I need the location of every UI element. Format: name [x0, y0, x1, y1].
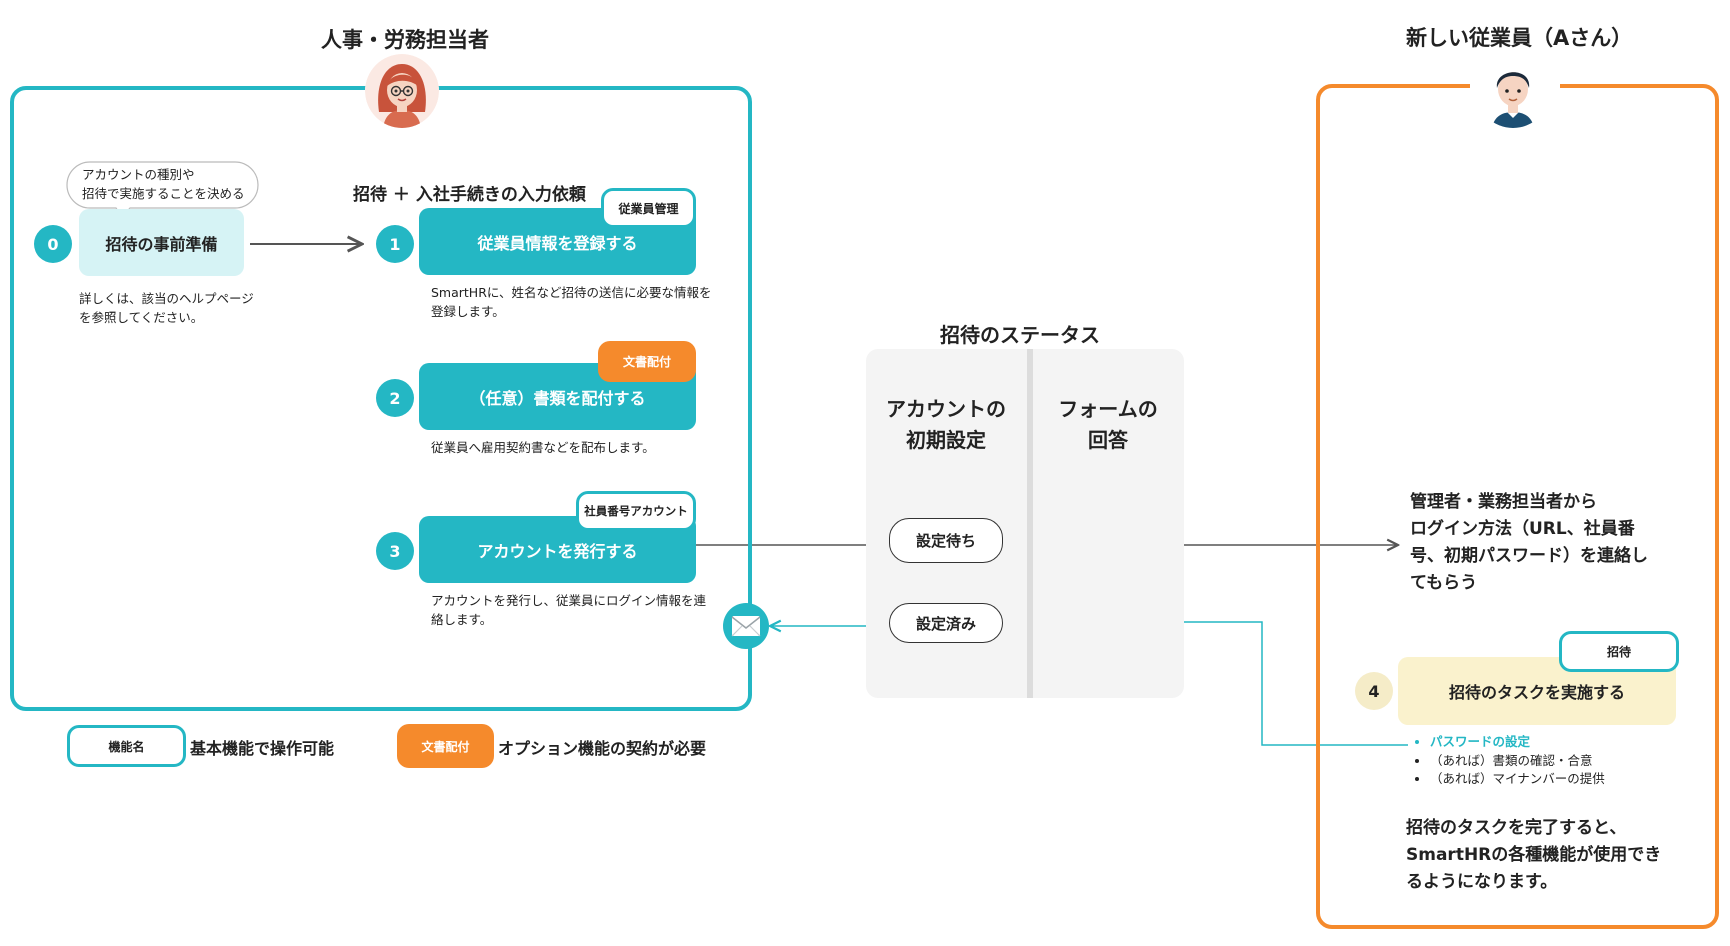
contact-text: 管理者・業務担当者から ログイン方法（URL、社員番 号、初期パスワード）を連絡…: [1410, 489, 1710, 597]
status-col-form: フォームの 回答: [1033, 394, 1183, 456]
task-list: パスワードの設定 （あれば）書類の確認・合意 （あれば）マイナンバーの提供: [1412, 733, 1692, 789]
employee-title: 新しい従業員（Aさん）: [1406, 26, 1633, 50]
final-text-line1: 招待のタスクを完了すると、: [1406, 818, 1627, 838]
mail-icon: [722, 602, 770, 650]
status-col-form-line1: フォームの: [1058, 397, 1158, 421]
contact-text-line1: 管理者・業務担当者から: [1410, 492, 1597, 512]
status-divider: [1027, 349, 1033, 698]
hr-title: 人事・労務担当者: [321, 28, 489, 52]
final-text-line2: SmartHRの各種機能が使用でき: [1406, 845, 1662, 865]
status-pending-pill: 設定待ち: [889, 518, 1003, 563]
prep-bubble-line2: 招待で実施することを決める: [82, 186, 245, 201]
step-1-desc-line2: 登録します。: [431, 304, 505, 319]
step-4-number: 4: [1355, 672, 1393, 710]
prep-speech-bubble: アカウントの種別や 招待で実施することを決める: [66, 161, 259, 218]
step-2-number: 2: [376, 379, 414, 417]
task-item: パスワードの設定: [1430, 733, 1692, 752]
step-1-tag: 従業員管理: [601, 188, 696, 228]
prep-button[interactable]: 招待の事前準備: [79, 209, 244, 276]
step-2-desc-line1: 従業員へ雇用契約書などを配布します。: [431, 440, 655, 455]
prep-note: 詳しくは、該当のヘルプページ を参照してください。: [79, 289, 279, 327]
step-3-desc: アカウントを発行し、従業員にログイン情報を連 絡します。: [431, 591, 731, 629]
step-2-tag: 文書配付: [598, 341, 696, 382]
status-title: 招待のステータス: [940, 323, 1100, 347]
final-text-line3: るようになります。: [1406, 872, 1558, 892]
prep-bubble-line1: アカウントの種別や: [82, 167, 195, 182]
legend-basic-tag: 機能名: [67, 725, 186, 767]
prep-note-line1: 詳しくは、該当のヘルプページ: [79, 291, 254, 306]
step-1-desc-line1: SmartHRに、姓名など招待の送信に必要な情報を: [431, 285, 712, 300]
status-col-account-line1: アカウントの: [886, 397, 1006, 421]
task-item: （あれば）マイナンバーの提供: [1430, 770, 1692, 789]
step-4-tag: 招待: [1559, 631, 1679, 672]
step-4-button[interactable]: 招待のタスクを実施する: [1398, 657, 1676, 725]
legend-option-text: オプション機能の契約が必要: [498, 739, 707, 758]
legend-basic-text: 基本機能で操作可能: [190, 739, 335, 758]
legend-option-tag: 文書配付: [397, 724, 494, 768]
step-0-number: 0: [34, 225, 72, 263]
step-3-tag: 社員番号アカウント: [576, 491, 696, 531]
step-3-desc-line2: 絡します。: [431, 612, 493, 627]
invite-heading: 招待 ＋ 入社手続きの入力依頼: [353, 185, 586, 205]
final-text: 招待のタスクを完了すると、 SmartHRの各種機能が使用でき るようになります…: [1406, 815, 1706, 896]
status-done-pill: 設定済み: [889, 603, 1003, 643]
hr-avatar-icon: [365, 54, 439, 128]
status-col-form-line2: 回答: [1088, 428, 1128, 452]
step-1-number: 1: [376, 225, 414, 263]
contact-text-line2: ログイン方法（URL、社員番: [1410, 519, 1635, 539]
contact-text-line4: てもらう: [1410, 573, 1478, 593]
step-3-number: 3: [376, 532, 414, 570]
step-1-desc: SmartHRに、姓名など招待の送信に必要な情報を 登録します。: [431, 283, 731, 321]
prep-note-line2: を参照してください。: [79, 310, 204, 325]
status-col-account: アカウントの 初期設定: [866, 394, 1026, 456]
employee-avatar-icon: [1476, 54, 1550, 128]
status-col-account-line2: 初期設定: [906, 428, 986, 452]
contact-text-line3: 号、初期パスワード）を連絡し: [1410, 546, 1648, 566]
task-item: （あれば）書類の確認・合意: [1430, 752, 1692, 771]
step-3-desc-line1: アカウントを発行し、従業員にログイン情報を連: [431, 593, 707, 608]
step-2-desc: 従業員へ雇用契約書などを配布します。: [431, 438, 731, 457]
